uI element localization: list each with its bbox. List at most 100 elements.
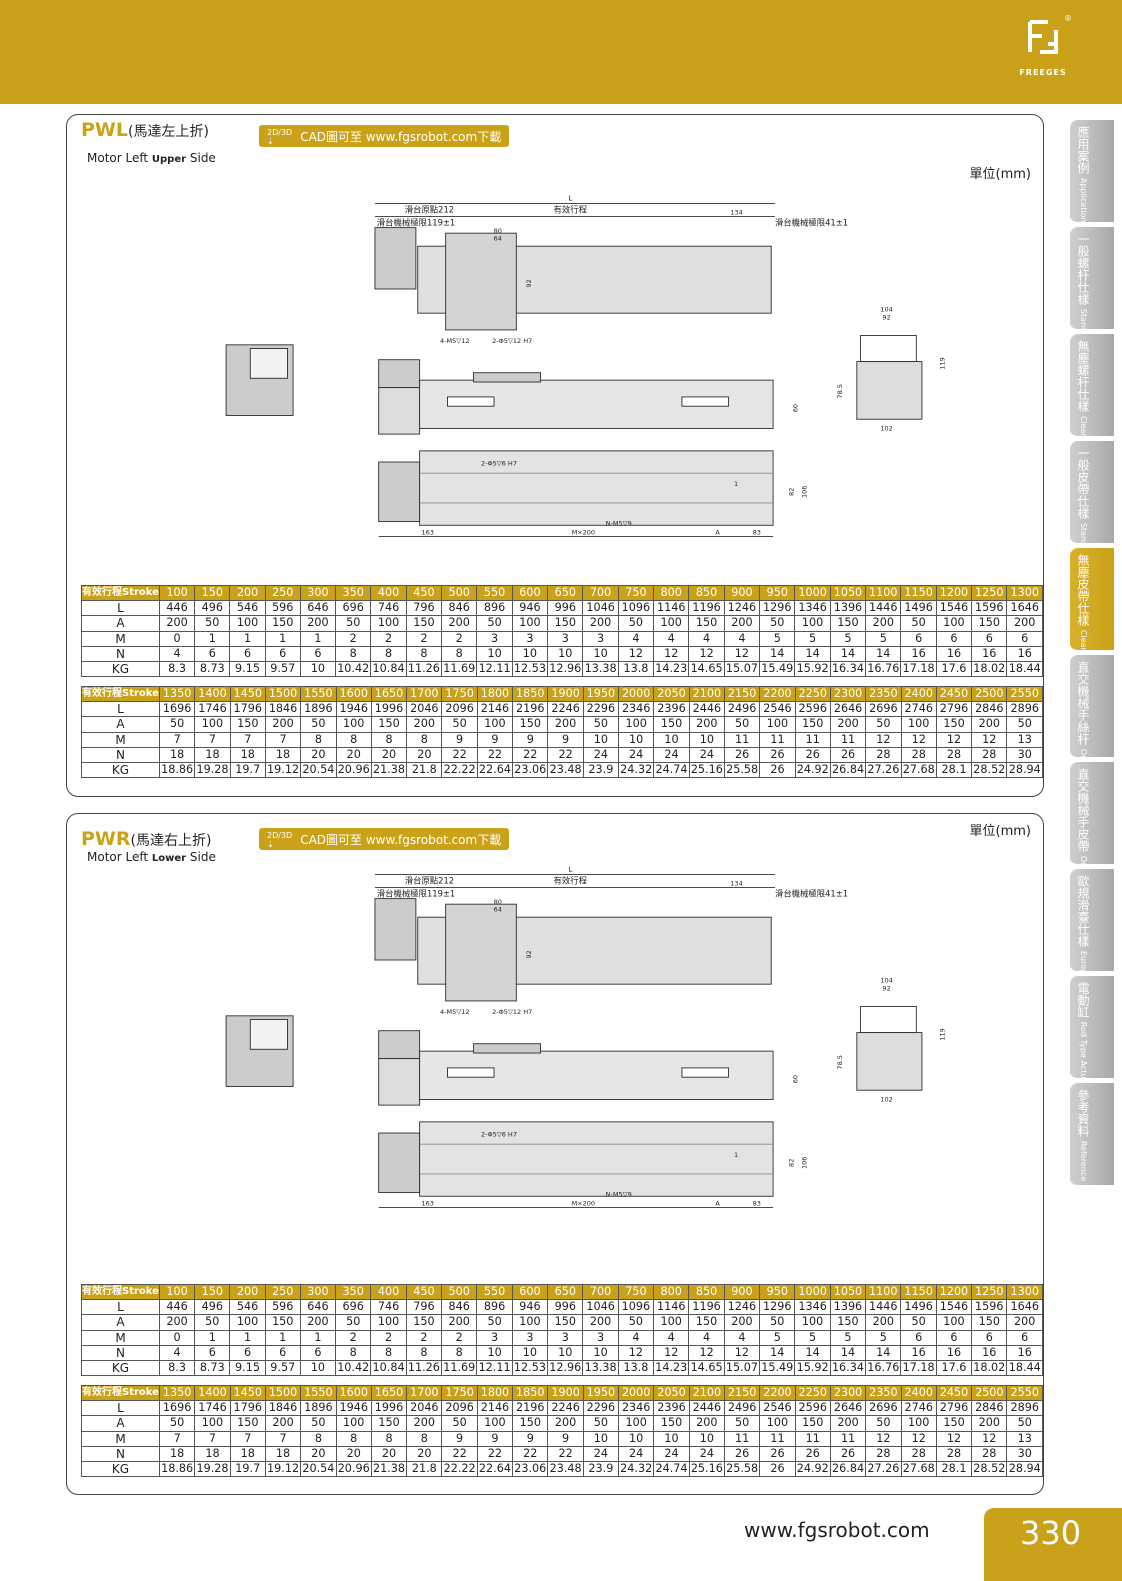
dim-label: A: [715, 1200, 720, 1208]
spec-cell: 896: [476, 600, 513, 617]
stroke-cell: 2100: [688, 1384, 726, 1402]
side-tab-1[interactable]: 一般螺杆仕樣 Standard Ball Screw: [1070, 227, 1114, 389]
side-tab-2[interactable]: 無塵螺杆仕樣 Clean Room Ball Screw: [1070, 334, 1114, 508]
spec-cell: 2: [370, 1329, 407, 1346]
side-tab-7[interactable]: 歐規滑臺仕樣 European Type: [1070, 869, 1114, 1010]
spec-cell: 20.96: [335, 761, 372, 779]
row-label: A: [81, 716, 160, 733]
spec-cell: 23.48: [547, 761, 584, 779]
spec-cell: 200: [688, 716, 726, 733]
spec-cell: 6: [229, 645, 266, 662]
spec-cell: 16.34: [829, 660, 867, 678]
spec-cell: 7: [158, 731, 196, 748]
side-tab-6[interactable]: 直交機械手皮帶 Orthogonal Manipulator: [1070, 762, 1114, 951]
footer-url[interactable]: www.fgsrobot.com: [744, 1518, 930, 1542]
dim-label: N-M5▽9: [606, 1190, 632, 1198]
stroke-cell: 1300: [1006, 1283, 1043, 1301]
stroke-cell: 1750: [441, 685, 478, 703]
stroke-cell: 1100: [865, 1283, 902, 1301]
spec-cell: 4: [653, 1329, 690, 1346]
spec-cell: 10: [511, 1344, 549, 1361]
spec-cell: 17.6: [935, 660, 973, 678]
spec-cell: 50: [476, 615, 513, 632]
spec-cell: 1546: [935, 600, 973, 617]
spec-cell: 8: [370, 731, 408, 748]
spec-cell: 1246: [723, 600, 761, 617]
stroke-cell: 900: [723, 1283, 761, 1301]
spec-cell: 12.53: [511, 660, 549, 678]
spec-cell: 6: [229, 1344, 266, 1361]
dim-label: 60: [791, 1075, 799, 1083]
spec-cell: 18: [194, 746, 231, 763]
spec-cell: 150: [935, 1415, 973, 1432]
spec-cell: 24: [618, 1445, 655, 1462]
side-tab-8[interactable]: 電動缸 Rod Type Actuator: [1070, 976, 1114, 1095]
side-tab-0[interactable]: 應用案例 Application: [1070, 120, 1114, 224]
spec-cell: 100: [618, 1415, 655, 1432]
stroke-cell: 250: [264, 584, 301, 602]
spec-cell: 200: [829, 716, 867, 733]
spec-cell: 50: [900, 615, 937, 632]
stroke-cell: 1400: [194, 1384, 231, 1402]
spec-cell: 1096: [617, 1299, 655, 1316]
spec-cell: 11: [794, 731, 831, 748]
spec-cell: 14: [865, 1344, 902, 1361]
side-tab-4[interactable]: 無塵皮帶仕樣 Clean Room Belt Screw: [1070, 548, 1114, 723]
spec-cell: 12: [688, 645, 725, 662]
cad-download-link[interactable]: 2D/3D⇣CAD圖可至 www.fgsrobot.com下載: [259, 125, 510, 147]
spec-cell: 100: [794, 615, 831, 632]
spec-cell: 50: [194, 615, 231, 632]
spec-cell: 20: [406, 1445, 443, 1462]
spec-cell: 150: [370, 1415, 408, 1432]
row-label: N: [81, 1445, 160, 1462]
spec-cell: 9: [441, 1430, 478, 1447]
spec-cell: 18.44: [1006, 1359, 1043, 1377]
spec-cell: 696: [335, 1299, 372, 1316]
dim-label: A: [715, 529, 720, 537]
spec-cell: 8: [370, 645, 407, 662]
spec-cell: 17.6: [935, 1359, 973, 1377]
spec-cell: 50: [158, 1415, 196, 1432]
stroke-cell: 750: [617, 584, 655, 602]
spec-cell: 20.54: [300, 761, 337, 779]
stroke-cell: 1450: [229, 1384, 266, 1402]
spec-cell: 14.65: [688, 1359, 725, 1377]
row-label: L: [81, 1299, 160, 1316]
spec-cell: 2: [405, 1329, 443, 1346]
spec-cell: 20.96: [335, 1460, 372, 1478]
spec-cell: 24: [582, 1445, 620, 1462]
spec-cell: 200: [406, 716, 443, 733]
stroke-cell: 800: [653, 584, 690, 602]
stroke-cell: 2400: [900, 1384, 937, 1402]
side-tab-5[interactable]: 直交機械手絲杆 Orthogonal Manipulator: [1070, 655, 1114, 844]
page-number: 330: [984, 1508, 1122, 1581]
spec-cell: 20: [335, 1445, 372, 1462]
side-tab-label: 一般螺杆仕樣: [1076, 233, 1090, 305]
spec-cell: 9.57: [264, 1359, 301, 1377]
spec-cell: 1696: [158, 1400, 196, 1417]
spec-cell: 1196: [688, 600, 725, 617]
spec-cell: 150: [971, 1314, 1008, 1331]
spec-cell: 15.49: [759, 1359, 796, 1377]
spec-cell: 50: [582, 1415, 620, 1432]
side-tab-9[interactable]: 參考資料 Reference: [1070, 1083, 1114, 1187]
dim-label: 92: [882, 985, 890, 993]
spec-cell: 8: [406, 1430, 443, 1447]
cad-download-link[interactable]: 2D/3D⇣CAD圖可至 www.fgsrobot.com下載: [259, 828, 510, 850]
stroke-cell: 750: [617, 1283, 655, 1301]
spec-cell: 12: [688, 1344, 725, 1361]
spec-cell: 15.49: [759, 660, 796, 678]
spec-cell: 100: [759, 1415, 796, 1432]
side-tab-3[interactable]: 一般皮帶仕樣 Standard Belt Type: [1070, 441, 1114, 598]
spec-cell: 50: [1006, 716, 1043, 733]
spec-cell: 8: [441, 645, 478, 662]
spec-cell: 200: [299, 1314, 337, 1331]
spec-cell: 10: [582, 645, 619, 662]
spec-cell: 14: [794, 645, 831, 662]
